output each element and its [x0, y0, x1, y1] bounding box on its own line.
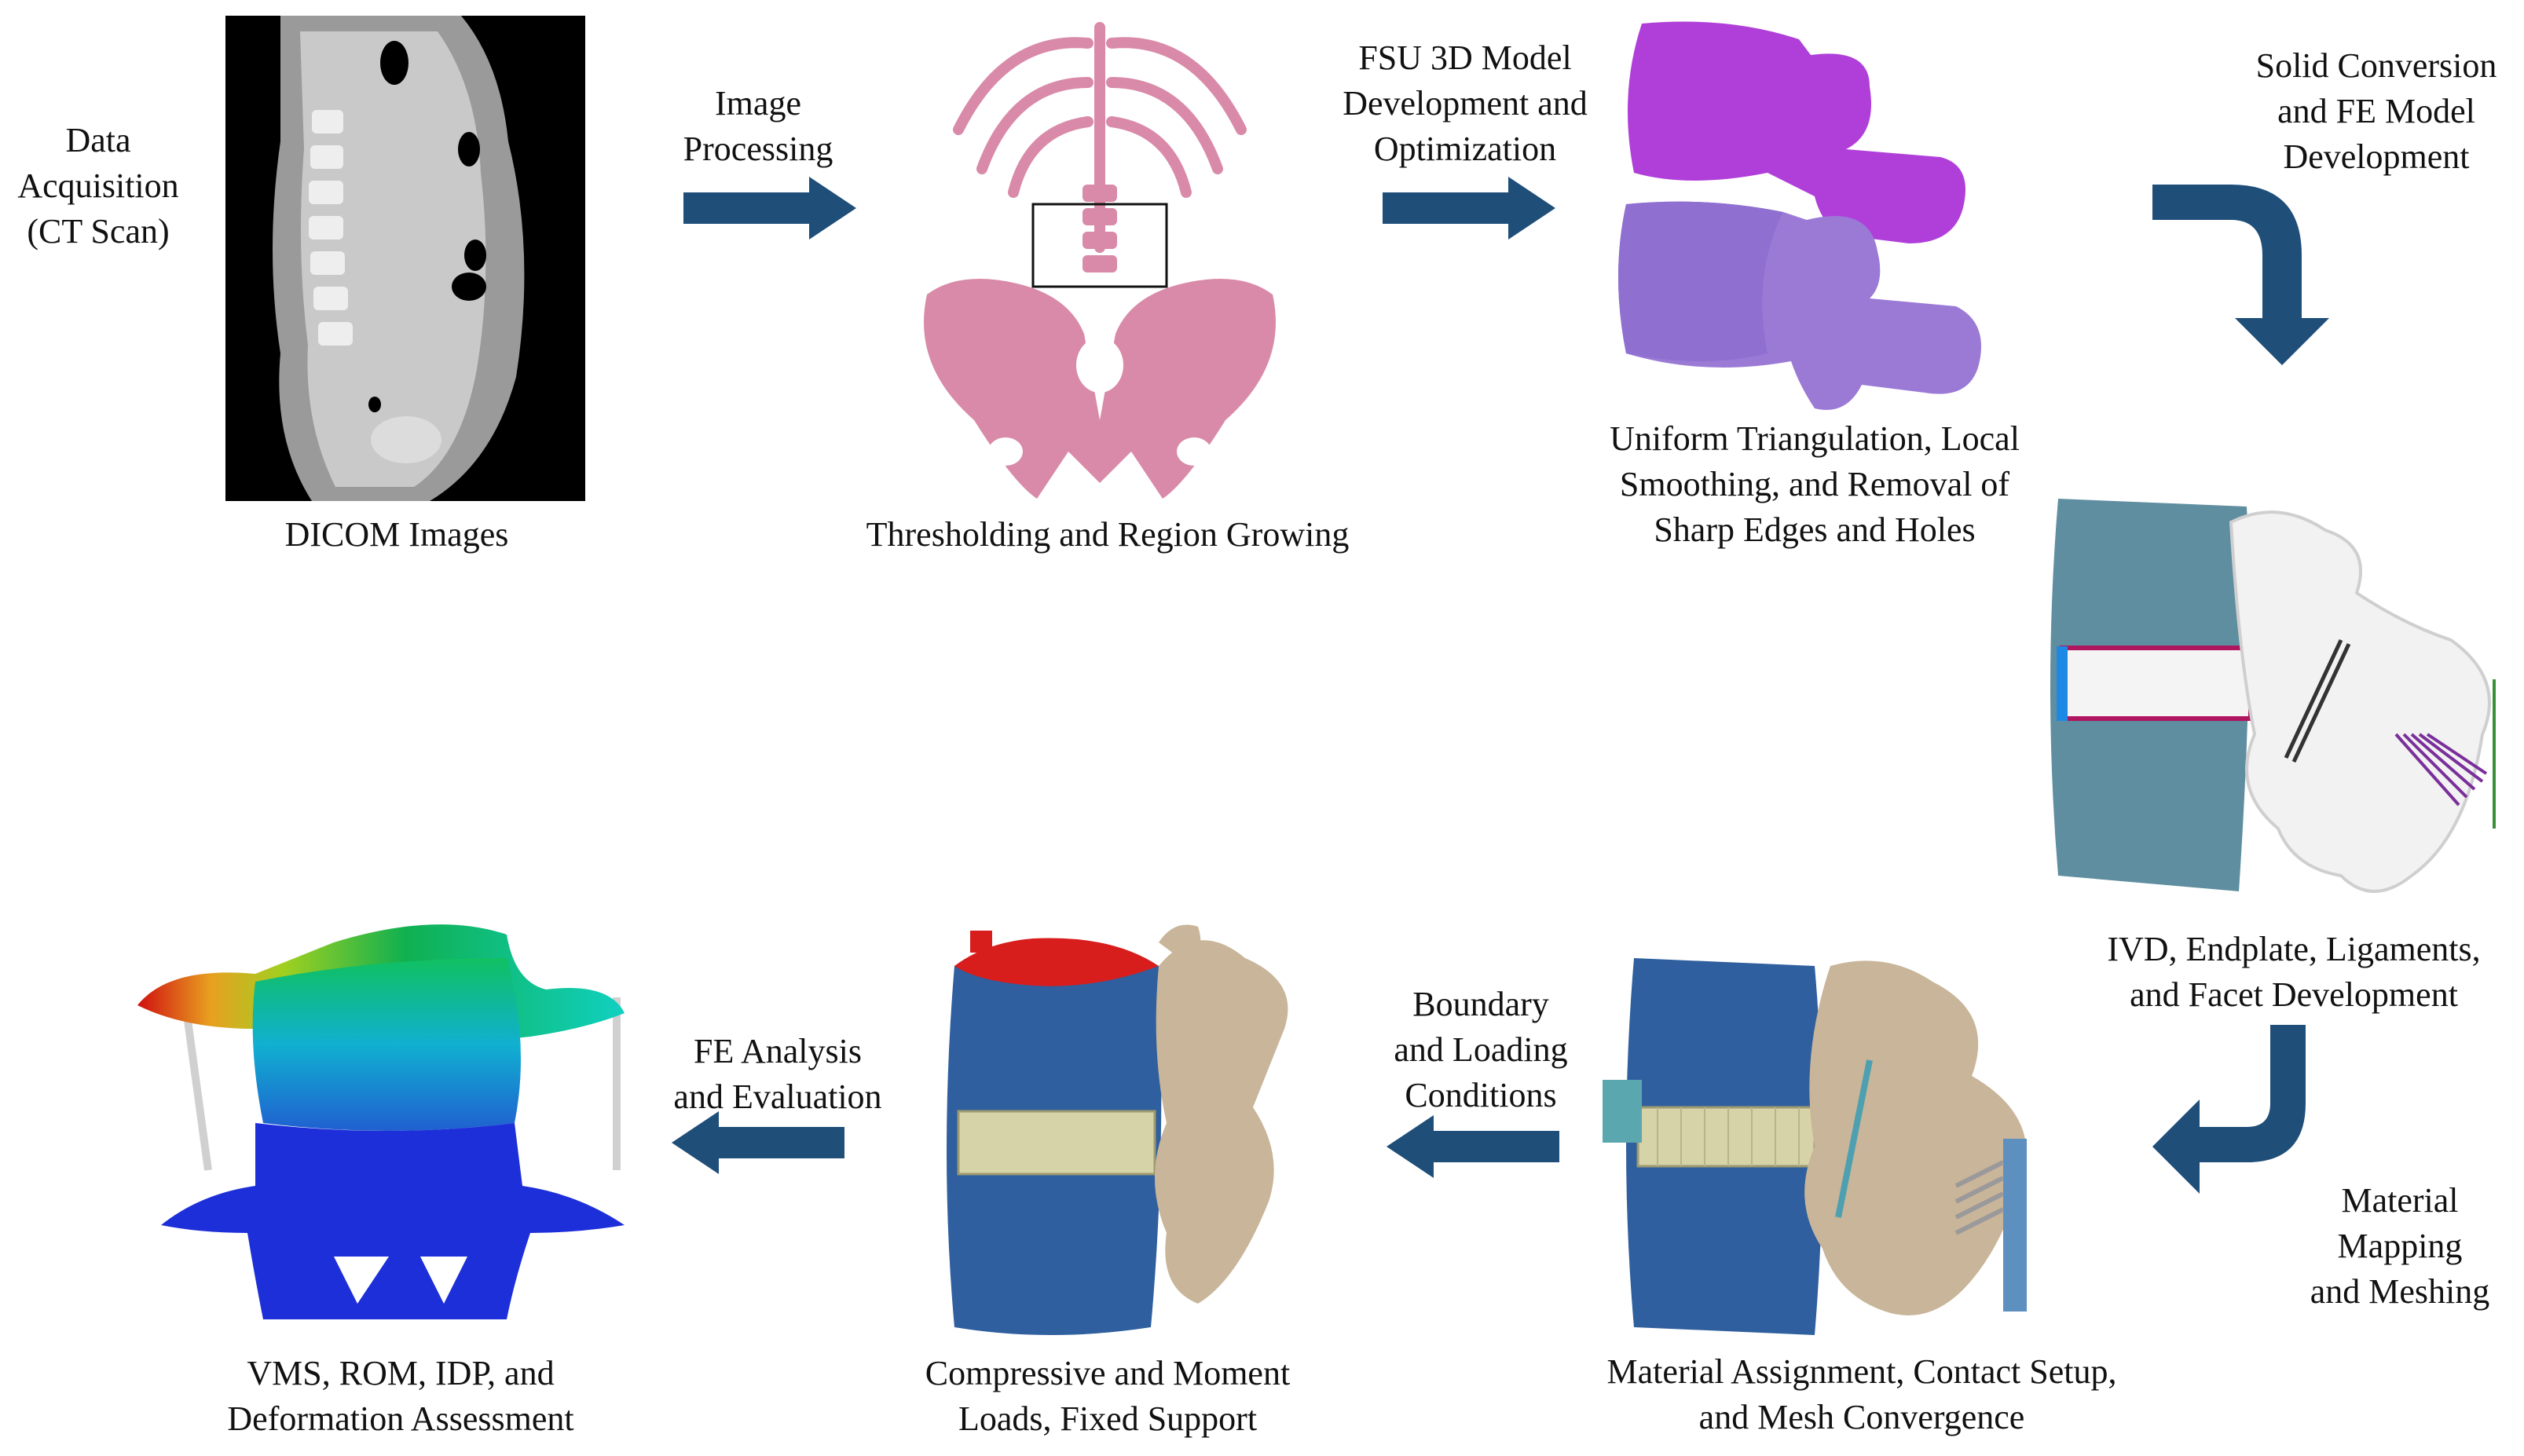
mesh-model-image — [1603, 958, 2027, 1335]
label-material-mapping: Material Mapping and Meshing — [2310, 1181, 2490, 1311]
fsu-vertebrae-image — [1618, 21, 1981, 410]
arrow-left-icon — [1387, 1115, 1559, 1178]
label-thresholding: Thresholding and Region Growing — [866, 515, 1350, 554]
label-data-acquisition: Data Acquisition (CT Scan) — [17, 121, 179, 251]
arrow-left-icon — [672, 1111, 844, 1174]
label-compressive-loads: Compressive and Moment Loads, Fixed Supp… — [925, 1354, 1291, 1438]
label-vms-rom: VMS, ROM, IDP, and Deformation Assessmen… — [227, 1354, 574, 1438]
ct-scan-image — [225, 16, 585, 501]
label-image-processing: Image Processing — [683, 84, 833, 168]
ivd-model-image — [2050, 499, 2496, 893]
arrow-right-icon — [1383, 177, 1555, 240]
label-fsu-3d: FSU 3D Model Development and Optimizatio… — [1343, 38, 1588, 168]
label-uniform-triangulation: Uniform Triangulation, Local Smoothing, … — [1610, 419, 2020, 549]
arrow-curve-left-icon — [2152, 1025, 2306, 1194]
arrow-curve-down-icon — [2152, 185, 2329, 365]
label-fe-analysis: FE Analysis and Evaluation — [673, 1032, 882, 1116]
label-ivd-development: IVD, Endplate, Ligaments, and Facet Deve… — [2107, 930, 2481, 1014]
arrow-right-icon — [683, 177, 856, 240]
stress-map-image — [137, 924, 625, 1319]
loaded-model-image — [947, 924, 1288, 1335]
label-dicom-images: DICOM Images — [284, 515, 509, 554]
pelvis-spine-image — [924, 22, 1276, 499]
label-boundary-loading: Boundary and Loading Conditions — [1394, 985, 1568, 1114]
label-material-assignment: Material Assignment, Contact Setup, and … — [1606, 1352, 2117, 1436]
label-solid-conversion: Solid Conversion and FE Model Developmen… — [2255, 46, 2497, 176]
